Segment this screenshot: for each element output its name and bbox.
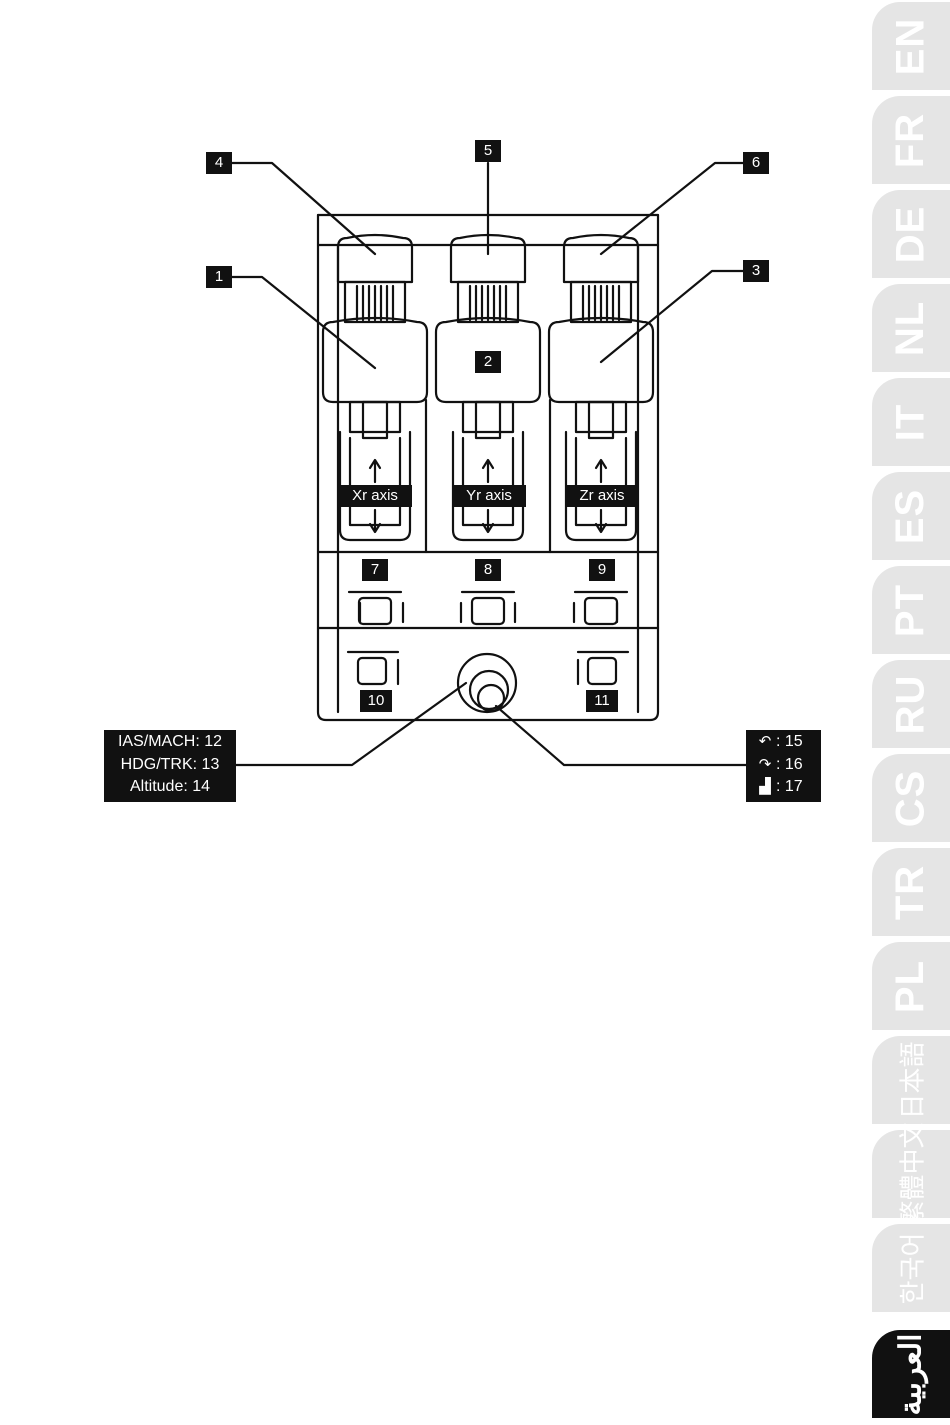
tab-pt[interactable]: PT bbox=[872, 566, 950, 654]
tab-de[interactable]: DE bbox=[872, 190, 950, 278]
callout-10: 10 bbox=[360, 690, 392, 712]
rotary-knob-inner bbox=[478, 685, 504, 711]
push-function-17: : 17 bbox=[776, 778, 803, 795]
tab-fr[interactable]: FR bbox=[872, 96, 950, 184]
tab-ko[interactable]: 한국어 bbox=[872, 1224, 950, 1312]
callout-2: 2 bbox=[475, 351, 501, 373]
lever-right-shaft bbox=[576, 402, 626, 432]
callout-7: 7 bbox=[362, 559, 388, 581]
callout-4: 4 bbox=[206, 152, 232, 174]
tab-es[interactable]: ES bbox=[872, 472, 950, 560]
push-function-row: ↶: 15 bbox=[754, 731, 821, 754]
axis-label-zr: Zr axis bbox=[565, 485, 639, 507]
rotate-left-icon: ↶ bbox=[754, 731, 776, 754]
leader-6 bbox=[601, 163, 743, 254]
tab-ja[interactable]: 日本語 bbox=[872, 1036, 950, 1124]
tab-pl[interactable]: PL bbox=[872, 942, 950, 1030]
callout-11: 11 bbox=[586, 690, 618, 712]
knob-function-box: IAS/MACH: 12 HDG/TRK: 13 Altitude: 14 bbox=[104, 730, 236, 802]
tab-en[interactable]: EN bbox=[872, 2, 950, 90]
leader-4 bbox=[232, 163, 375, 254]
callout-9: 9 bbox=[589, 559, 615, 581]
lever-middle-shaft bbox=[463, 402, 513, 432]
tab-nl[interactable]: NL bbox=[872, 284, 950, 372]
knob-function-ias: IAS/MACH: 12 bbox=[104, 731, 236, 754]
axis-label-xr: Xr axis bbox=[338, 485, 412, 507]
push-icon: ▟ bbox=[754, 776, 776, 799]
callout-6: 6 bbox=[743, 152, 769, 174]
axis-label-yr: Yr axis bbox=[452, 485, 526, 507]
lever-left-handle bbox=[323, 318, 427, 402]
callout-5: 5 bbox=[475, 140, 501, 162]
push-function-row: ↷: 16 bbox=[754, 754, 821, 777]
leader-knob bbox=[236, 683, 466, 765]
tab-ru[interactable]: RU bbox=[872, 660, 950, 748]
lever-left-upper-grip bbox=[338, 235, 412, 282]
callout-8: 8 bbox=[475, 559, 501, 581]
tab-tr[interactable]: TR bbox=[872, 848, 950, 936]
callout-3: 3 bbox=[743, 260, 769, 282]
levers-layer bbox=[0, 0, 870, 830]
tab-cs[interactable]: CS bbox=[872, 754, 950, 842]
language-tabs: EN FR DE NL IT ES PT RU CS TR PL 日本語 繁體中… bbox=[872, 0, 950, 1425]
tab-it[interactable]: IT bbox=[872, 378, 950, 466]
lever-left-shaft bbox=[350, 402, 400, 432]
toggle-left-button bbox=[359, 598, 391, 624]
tab-ar[interactable]: العربية bbox=[872, 1330, 950, 1418]
toggle-right-button bbox=[585, 598, 617, 624]
push-function-box: ↶: 15 ↷: 16 ▟: 17 bbox=[746, 730, 821, 802]
toggle-middle-button bbox=[472, 598, 504, 624]
push-function-15: : 15 bbox=[776, 733, 803, 750]
callout-1: 1 bbox=[206, 266, 232, 288]
push-function-row: ▟: 17 bbox=[754, 776, 821, 799]
leader-push bbox=[496, 706, 746, 765]
button-11 bbox=[588, 658, 616, 684]
leader-3 bbox=[601, 271, 743, 362]
knob-function-alt: Altitude: 14 bbox=[104, 776, 236, 799]
lever-right-upper-grip bbox=[564, 235, 638, 282]
knob-function-hdg: HDG/TRK: 13 bbox=[104, 754, 236, 777]
tab-zh[interactable]: 繁體中文 bbox=[872, 1130, 950, 1218]
lever-right-handle bbox=[549, 318, 653, 402]
push-function-16: : 16 bbox=[776, 756, 803, 773]
rotate-right-icon: ↷ bbox=[754, 754, 776, 777]
button-10 bbox=[358, 658, 386, 684]
